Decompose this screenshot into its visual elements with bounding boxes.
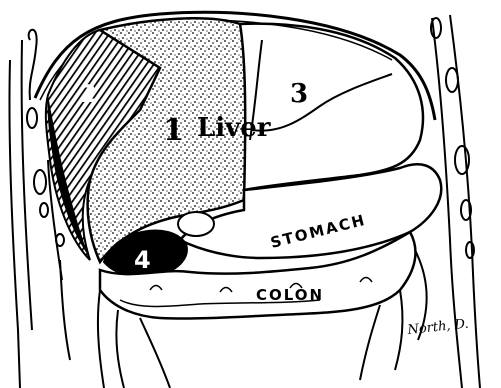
label-region-1: 1	[163, 113, 184, 148]
label-liver: Liver	[197, 113, 271, 143]
label-region-4: 4	[134, 246, 151, 274]
artist-signature: North, D.	[406, 317, 470, 338]
region-3-area	[240, 24, 423, 190]
label-colon: COLON	[256, 286, 324, 304]
label-region-2: 2	[80, 80, 97, 108]
label-region-3: 3	[290, 79, 308, 109]
